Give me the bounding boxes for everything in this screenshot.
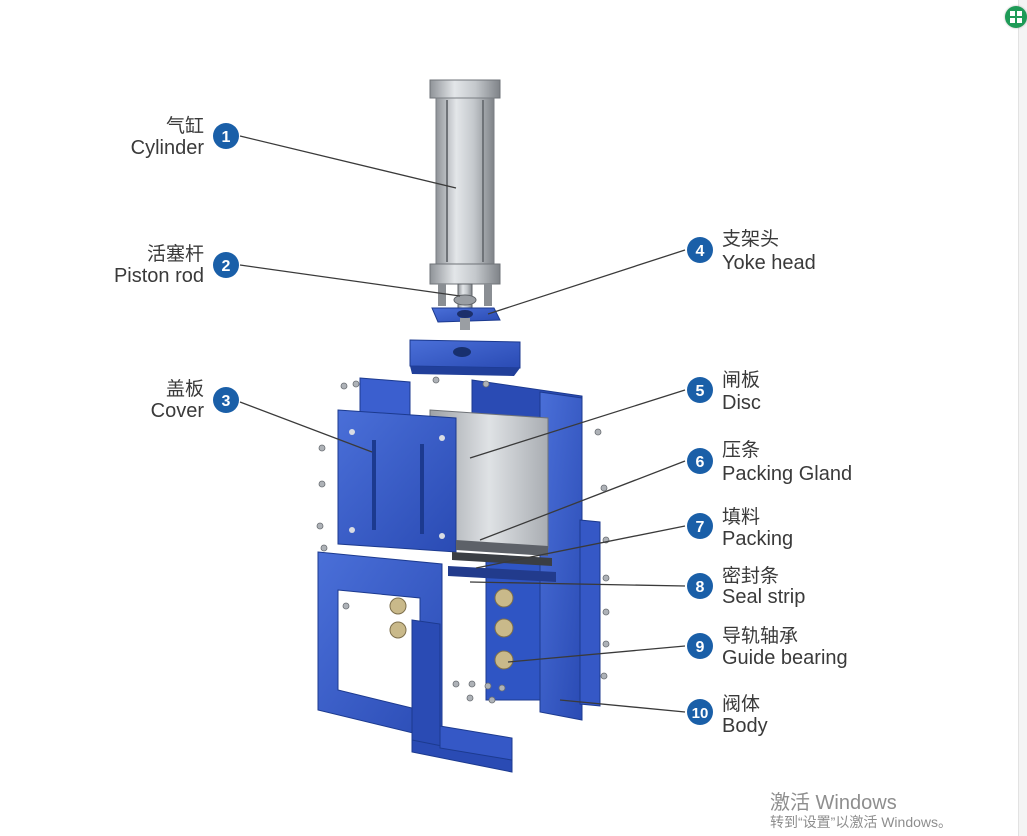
- callout-number-7: 7: [696, 519, 705, 536]
- callout-en-6: Packing Gland: [722, 463, 852, 485]
- cylinder-part: [430, 80, 500, 306]
- body-part: [318, 552, 512, 772]
- callout-number-8: 8: [696, 579, 705, 596]
- callout-number-2: 2: [222, 258, 231, 275]
- grid-icon: [1010, 11, 1022, 23]
- callout-zh-2: 活塞杆: [147, 243, 204, 265]
- callout-number-4: 4: [696, 243, 705, 260]
- callout-number-9: 9: [696, 639, 705, 656]
- gland-packing-seal-part: [448, 540, 556, 582]
- callout-zh-7: 填料: [722, 506, 760, 528]
- callout-en-10: Body: [722, 715, 768, 737]
- callout-en-1: Cylinder: [131, 137, 205, 159]
- callout-zh-3: 盖板: [166, 378, 204, 400]
- activate-windows-subtitle: 转到“设置”以激活 Windows。: [770, 812, 952, 832]
- callout-zh-10: 阀体: [722, 693, 760, 715]
- callout-en-9: Guide bearing: [722, 647, 848, 669]
- leader-line-2: [240, 265, 460, 296]
- callout-number-6: 6: [696, 454, 705, 471]
- callout-zh-8: 密封条: [722, 565, 779, 587]
- callout-en-7: Packing: [722, 528, 793, 550]
- callout-zh-6: 压条: [722, 439, 760, 461]
- callout-zh-9: 导轨轴承: [722, 625, 798, 647]
- callout-en-8: Seal strip: [722, 586, 805, 608]
- yoke-head-part: [432, 308, 500, 330]
- activate-windows-title: 激活 Windows: [770, 786, 897, 815]
- callout-zh-5: 闸板: [722, 369, 760, 391]
- grid-icon-button[interactable]: [1005, 6, 1027, 28]
- top-bracket-part: [410, 340, 520, 376]
- callout-en-2: Piston rod: [114, 265, 204, 287]
- callout-number-3: 3: [222, 393, 231, 410]
- callout-zh-4: 支架头: [722, 228, 779, 250]
- vertical-scrollbar[interactable]: [1018, 0, 1027, 836]
- callout-number-1: 1: [222, 129, 231, 146]
- callout-zh-1: 气缸: [166, 115, 204, 137]
- cover-part: [338, 378, 456, 552]
- callout-en-3: Cover: [151, 400, 205, 422]
- callout-en-5: Disc: [722, 392, 761, 414]
- leader-line-1: [240, 136, 456, 188]
- callout-number-10: 10: [692, 705, 709, 722]
- callout-en-4: Yoke head: [722, 252, 816, 274]
- callout-number-5: 5: [696, 383, 705, 400]
- leader-line-4: [488, 250, 685, 314]
